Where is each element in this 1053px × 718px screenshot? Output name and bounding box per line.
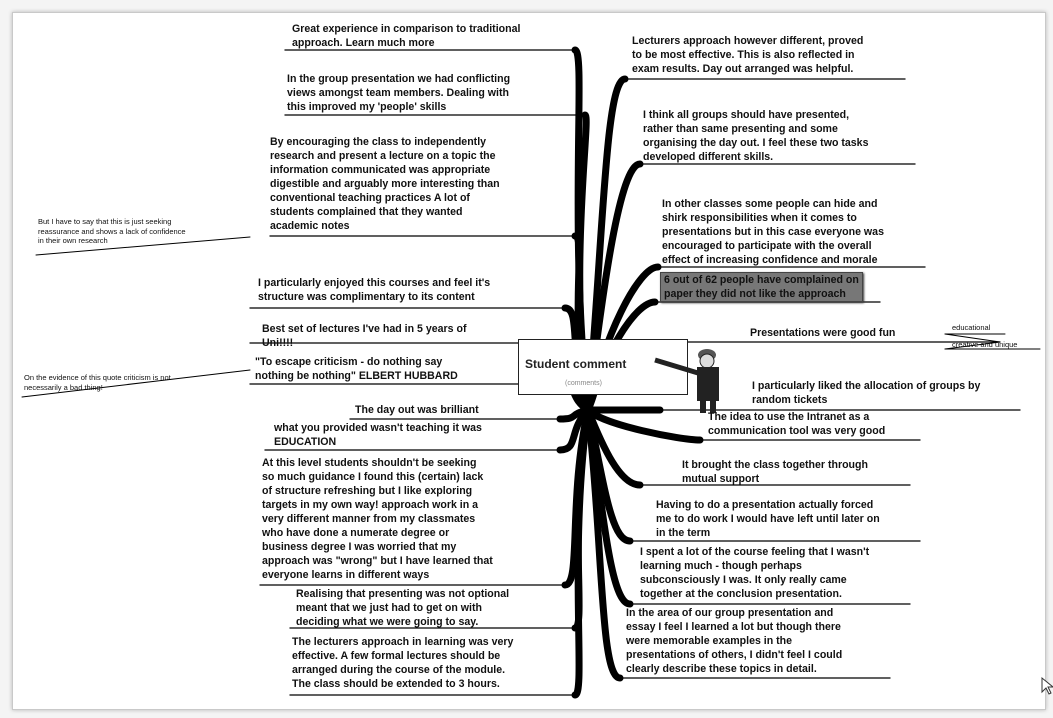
left-comment-4: I particularly enjoyed this courses and … [258,277,491,303]
right-comment-4-highlighted: 6 out of 62 people have complained on pa… [660,272,863,302]
left-comment-2: In the group presentation we had conflic… [287,73,511,113]
right-comment-10: I spent a lot of the course feeling that… [640,546,870,600]
side-note-criticism: On the evidence of this quote criticism … [24,373,171,392]
left-comment-3: By encouraging the class to independentl… [270,136,500,232]
side-note-educational: educational [952,323,991,332]
left-comment-7: The day out was brilliant [355,404,479,416]
left-comment-8: what you provided wasn't teaching it was… [274,422,482,448]
right-comment-8: It brought the class together through mu… [682,459,868,485]
left-comment-10: Realising that presenting was not option… [296,588,510,628]
left-comment-11: The lecturers approach in learning was v… [292,636,514,690]
side-note-creative-unique: creative and unique [952,340,1018,349]
right-comment-9: Having to do a presentation actually for… [656,499,880,539]
left-comment-5: Best set of lectures I've had in 5 years… [262,323,467,349]
lecturer-figure-image [654,349,719,413]
central-node-title: Student comment [525,357,627,371]
right-comment-11: In the area of our group presentation an… [626,607,843,675]
right-comment-2: I think all groups should have presented… [643,109,869,163]
right-comment-6: I particularly liked the allocation of g… [752,380,981,406]
right-comment-5: Presentations were good fun [750,327,896,339]
right-comment-1: Lecturers approach however different, pr… [632,35,864,75]
left-comment-9: At this level students shouldn't be seek… [262,457,493,581]
central-node-subtitle: (comments) [565,380,602,387]
left-comment-1: Great experience in comparison to tradit… [292,23,521,49]
central-node: Student comment (comments) [518,339,688,395]
left-comment-6: "To escape criticism - do nothing say no… [255,356,458,382]
right-comment-7: The idea to use the Intranet as a commun… [708,411,886,437]
side-note-seeking-reassurance: But I have to say that this is just seek… [38,217,186,245]
right-comment-3: In other classes some people can hide an… [662,198,884,266]
mouse-cursor-icon [1041,676,1053,695]
